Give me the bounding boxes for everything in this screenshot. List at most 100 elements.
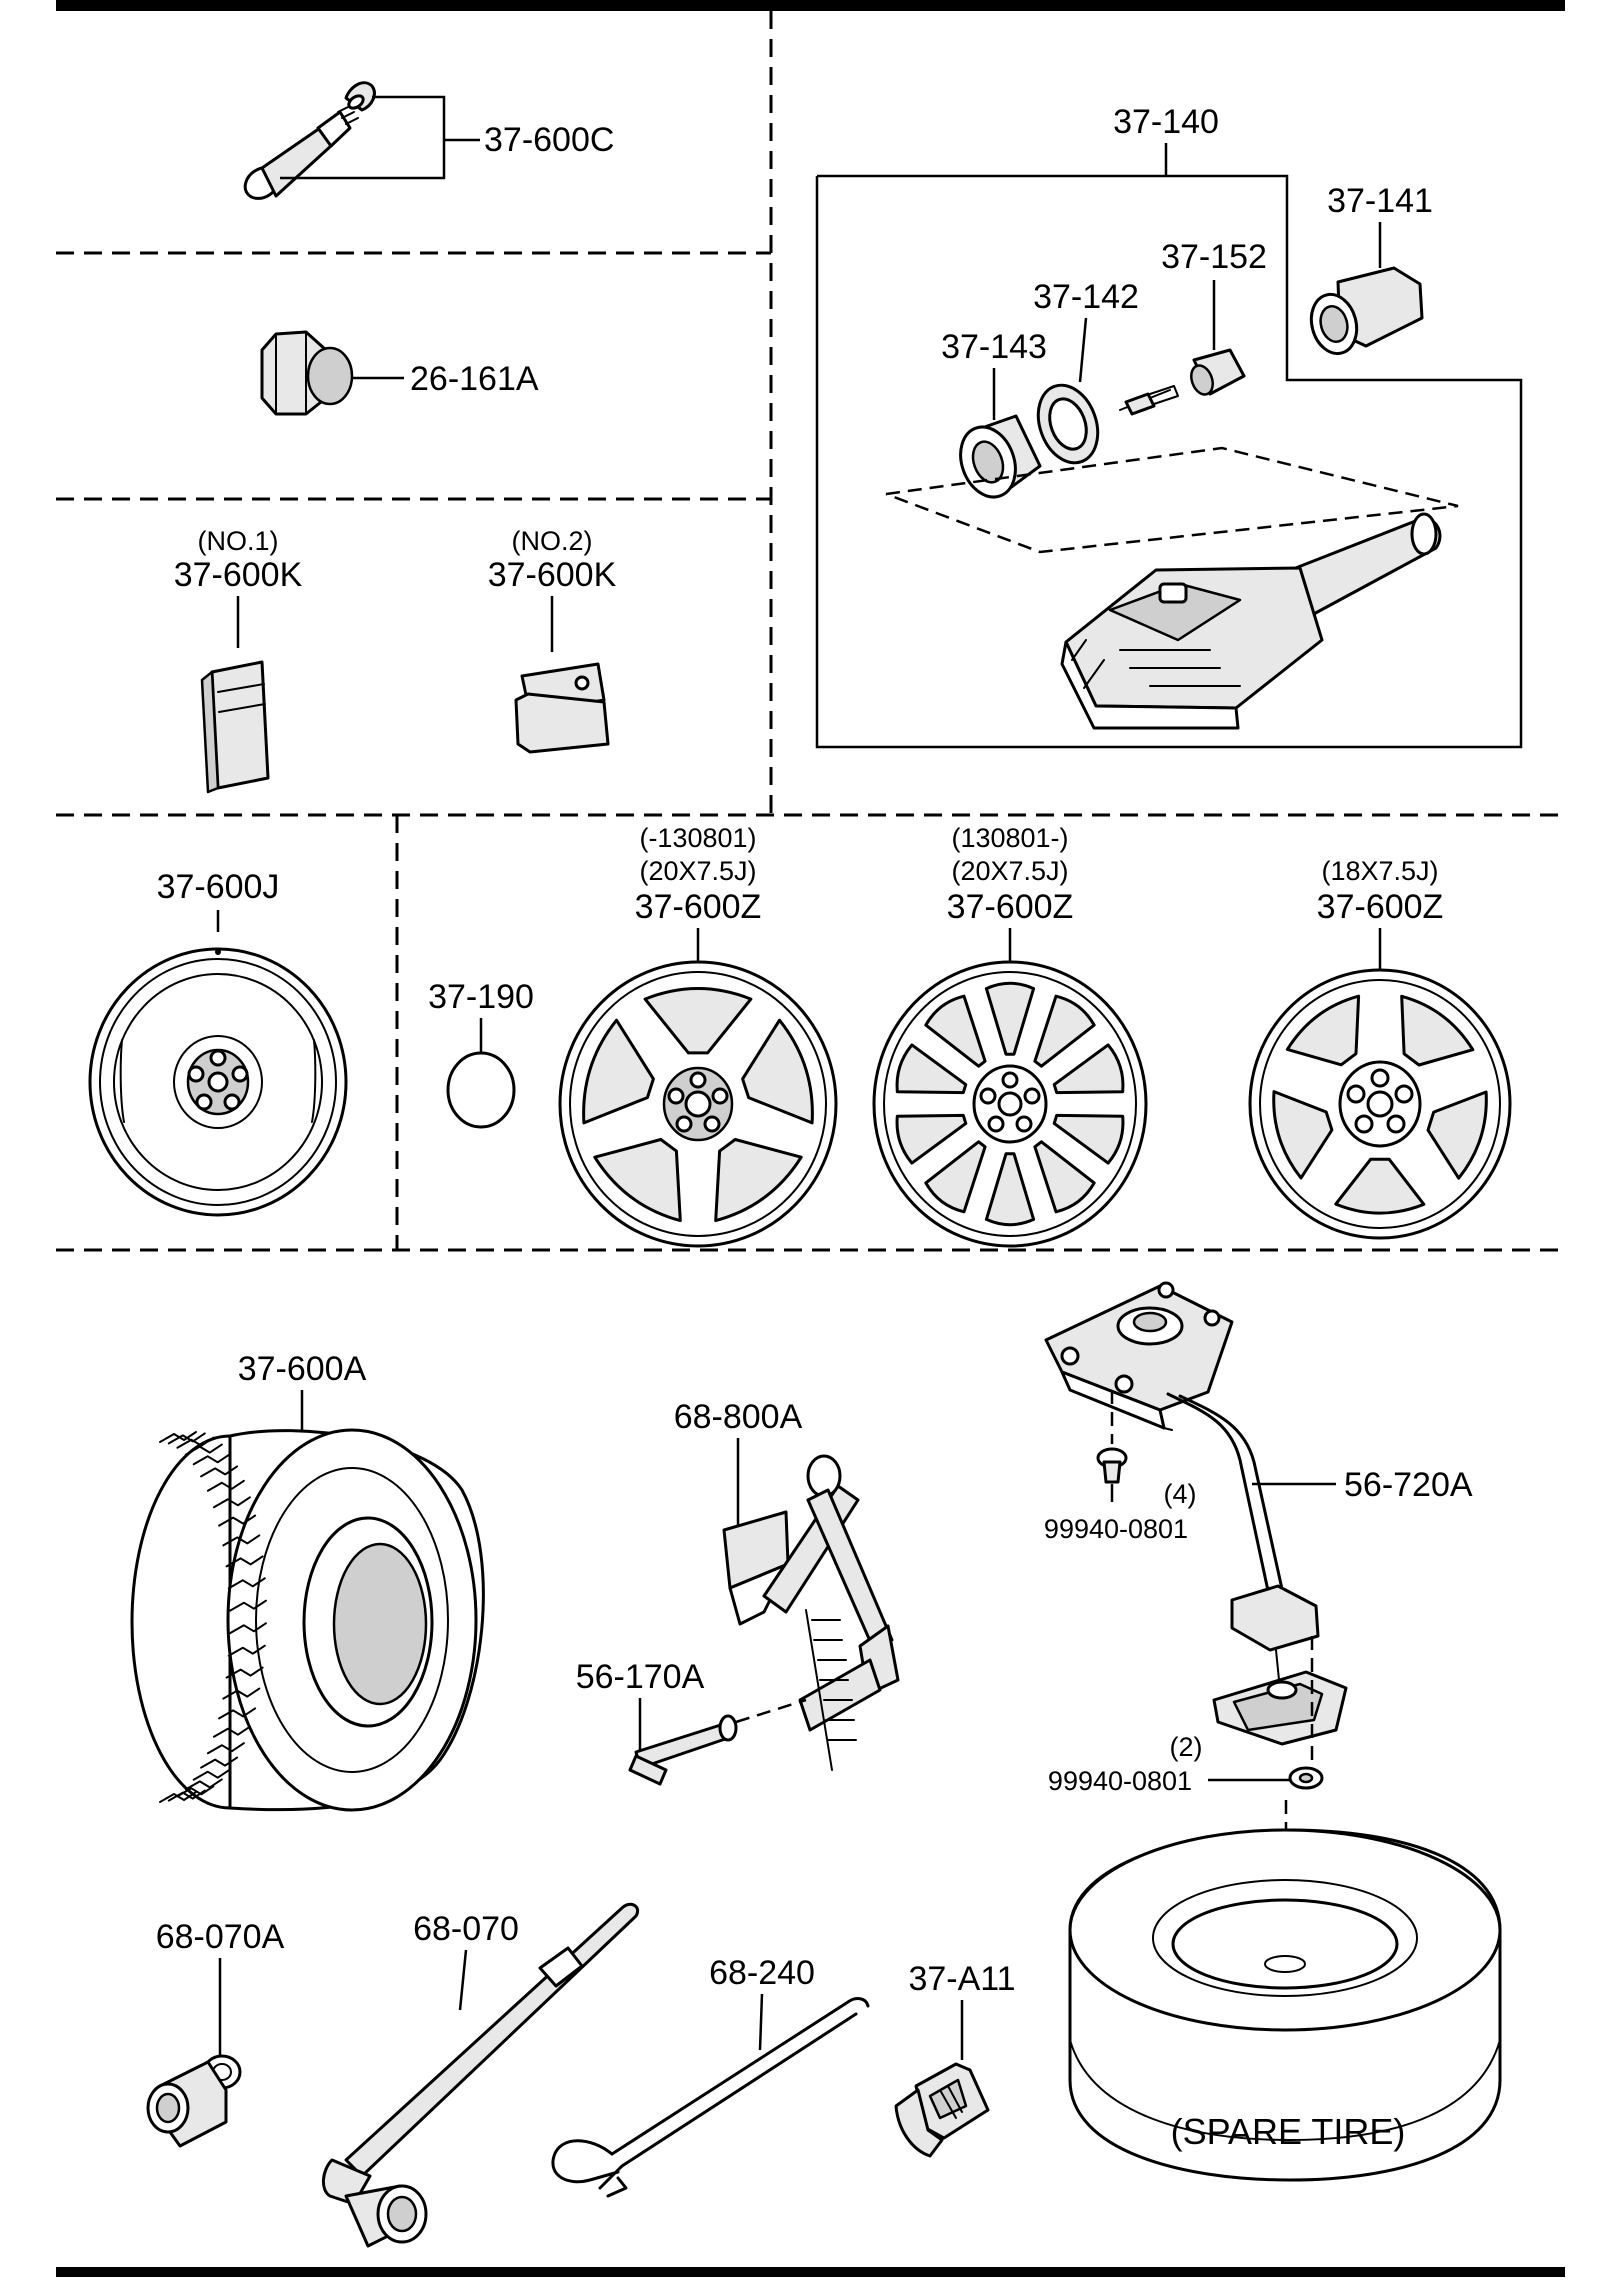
wheel-window [1052,1043,1125,1095]
weight-1-note: (NO.1) [198,526,279,556]
carrier-bolt-lower-icon [1288,1766,1324,1790]
wheel-a-size: (20X7.5J) [639,856,756,886]
wheel-c-size: (18X7.5J) [1321,856,1438,886]
valve-stem-label: 37-600C [484,121,614,159]
wheel-a-date: (-130801) [639,823,756,853]
steel-wheel-label: 37-600J [157,868,280,906]
tread-block [225,1555,264,1568]
tread-block [222,1687,261,1700]
tpms-nut-icon [1309,266,1424,356]
wheel-window [984,981,1036,1056]
steel-wheel-icon [88,947,348,1217]
wheel-b-windows [895,981,1125,1227]
top-border [56,0,1565,11]
wheel-window [643,987,753,1055]
wheel-window [593,1138,682,1223]
wheel-window [1400,994,1475,1067]
socket-label: 68-070A [156,1918,285,1956]
weight-2-note: (NO.2) [512,526,593,556]
tpms-washer-icon [1036,383,1100,465]
tread-block [200,1465,239,1478]
tread-block [227,1644,266,1657]
lug-nut-label: 26-161A [410,360,539,398]
tpms-sensor-icon [1060,512,1442,730]
balance-weight-2-icon [514,662,610,754]
tpms-assy-frame [815,174,1523,749]
tpms-exploded-plane [885,446,1459,554]
tread-block [225,1666,264,1679]
wheel-window [1334,1157,1426,1215]
spare-tire-label: (SPARE TIRE) [1171,2111,1406,2152]
tread-block [228,1622,267,1635]
wheel-window [741,1018,814,1125]
wheel-window [1052,1113,1125,1165]
tread-block [218,1514,257,1527]
wheel-b-label: 37-600Z [947,888,1074,926]
jack-label: 68-800A [674,1398,803,1436]
tread-block [212,1496,251,1509]
tread-block [167,1789,206,1802]
tpms-cap-icon [1190,348,1246,396]
bar-label: 68-240 [709,1954,815,1992]
wheel-window [924,1140,987,1214]
tpms-washer-label: 37-142 [1033,278,1139,316]
hook-label: 37-A11 [908,1960,1015,1998]
tread-block [176,1436,215,1449]
section-dividers [56,11,1565,1252]
tread-block [212,1725,251,1738]
tread-block [206,1742,245,1755]
tread-block [184,1778,223,1791]
tire-icon [130,1428,485,1812]
wheel-window [1285,994,1361,1067]
ornament-icon [446,1051,516,1129]
wheel-window [1272,1090,1334,1180]
wheel-window [1033,1140,1096,1214]
jack-handle-guide [735,1698,807,1724]
alloy-wheel-c-icon [1248,968,1512,1240]
jack-handle-label: 56-170A [576,1658,705,1696]
tpms-grommet-label: 37-143 [941,328,1047,366]
wheel-window [582,1018,655,1125]
carrier-label: 56-720A [1344,1466,1473,1504]
socket-icon [146,2054,242,2148]
lug-nut-icon [260,330,354,416]
hook-icon [894,2062,990,2158]
wheel-window [1033,994,1096,1068]
alloy-wheel-b-icon [872,960,1148,1248]
wheel-window [1426,1090,1488,1180]
jack-handle-icon [628,1714,738,1786]
wheel-window [714,1138,803,1223]
weight-2-label: 37-600K [488,556,617,594]
carrier-bolt-upper-icon [1096,1447,1128,1484]
tpms-grommet-icon [959,414,1042,499]
tread-block [192,1768,231,1781]
wheel-a-label: 37-600Z [635,888,762,926]
spare-tire-icon [1068,1828,1502,2182]
tread-block [159,1791,197,1803]
lug-wrench-icon [322,1902,639,2248]
wheel-c-windows [1272,994,1488,1215]
tpms-assy-label: 37-140 [1113,103,1219,141]
balance-weight-1-icon [200,660,270,794]
wheel-window [924,994,987,1068]
wheel-b-date: (130801-) [951,823,1068,853]
tread-block [192,1453,231,1466]
jack-icon [722,1454,900,1771]
tpms-cap-label: 37-152 [1161,238,1267,276]
bolt-upper-label: 99940-0801 [1044,1514,1188,1544]
bolt-upper-qty: (4) [1164,1479,1197,1509]
wheel-c-label: 37-600Z [1317,888,1444,926]
lug-wrench-label: 68-070 [413,1910,519,1948]
tread-block [227,1577,266,1590]
wheel-a-windows [582,987,814,1223]
alloy-wheel-a-icon [558,960,838,1248]
bolt-lower-label: 99940-0801 [1048,1766,1192,1796]
bar-icon [551,1997,870,2198]
bottom-border [56,2267,1565,2277]
wheel-window [895,1043,968,1095]
tpms-valve-core-icon [1119,385,1179,416]
wheel-b-size: (20X7.5J) [951,856,1068,886]
weight-1-label: 37-600K [174,556,303,594]
tread-block [200,1756,239,1769]
